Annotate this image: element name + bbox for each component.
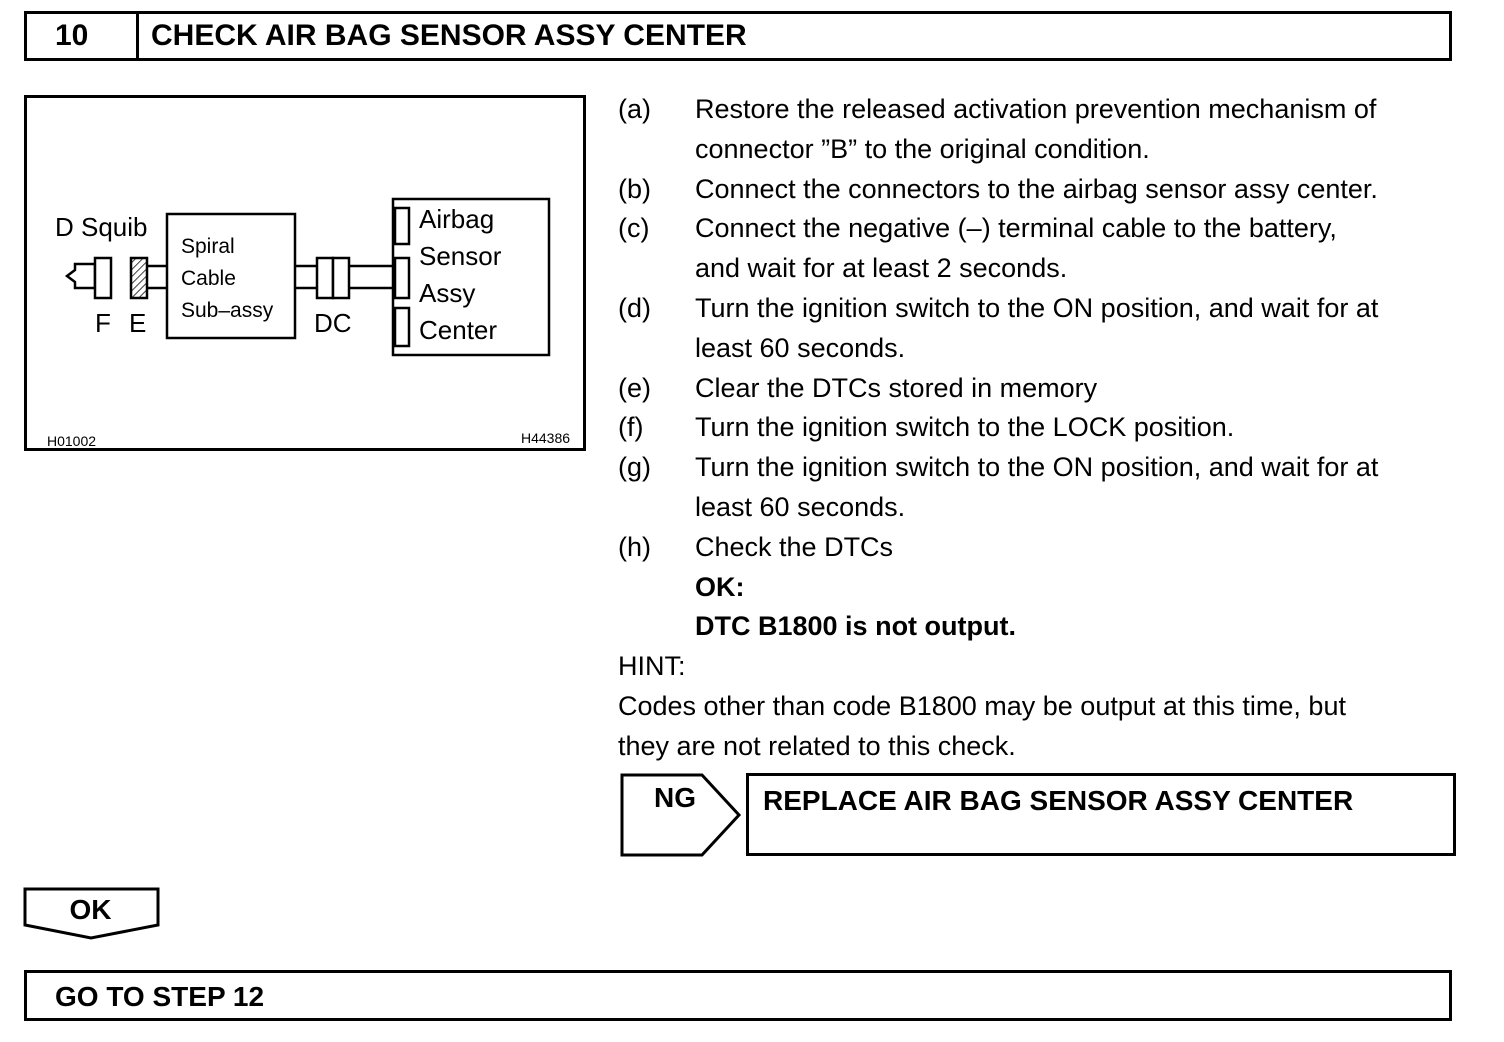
step-label: (b)	[618, 173, 651, 204]
wiring-diagram-svg: D Squib Spiral Cable Sub–assy Airbag Sen…	[47, 197, 570, 449]
sensor-assy-box	[391, 197, 551, 357]
step-label: (d)	[618, 292, 651, 323]
step-g: (g) Turn the ignition switch to the ON p…	[618, 448, 1458, 528]
step-text: Turn the ignition switch to the LOCK pos…	[695, 412, 1235, 443]
ok-result-text: DTC B1800 is not output.	[695, 611, 1017, 642]
step-text: least 60 seconds.	[695, 491, 906, 522]
ok-result-label: OK:	[695, 571, 745, 602]
connector-dc-right-shape	[331, 256, 351, 300]
step-text: Turn the ignition switch to the ON posit…	[695, 292, 1379, 323]
spiral-label-1: Spiral	[181, 235, 235, 258]
connector-f-shape	[93, 256, 113, 300]
step-text: Turn the ignition switch to the ON posit…	[695, 452, 1379, 483]
figure-code-left: H01002	[47, 433, 96, 449]
procedure-steps: (a) Restore the released activation prev…	[618, 90, 1458, 767]
step-text: connector ”B” to the original condition.	[695, 133, 1150, 164]
step-label: (f)	[618, 412, 644, 443]
squib-label: D Squib	[55, 212, 148, 242]
step-text: Check the DTCs	[695, 531, 894, 562]
step-text: Connect the connectors to the airbag sen…	[695, 173, 1378, 204]
step-text: least 60 seconds.	[695, 332, 906, 363]
step-text: Connect the negative (–) terminal cable …	[695, 213, 1337, 244]
step-header: 10 CHECK AIR BAG SENSOR ASSY CENTER	[24, 11, 1452, 61]
step-c: (c) Connect the negative (–) terminal ca…	[618, 209, 1458, 289]
step-title: CHECK AIR BAG SENSOR ASSY CENTER	[151, 19, 747, 52]
spiral-label-3: Sub–assy	[181, 299, 274, 322]
step-label: (a)	[618, 94, 651, 124]
step-label: (e)	[618, 372, 651, 403]
spiral-label-2: Cable	[181, 267, 236, 290]
step-label: (h)	[618, 531, 651, 562]
connector-e-label: E	[129, 308, 146, 338]
step-label: (g)	[618, 452, 651, 483]
figure-code-right: H44386	[521, 430, 570, 446]
ng-action-box: REPLACE AIR BAG SENSOR ASSY CENTER	[746, 773, 1456, 856]
connector-dc-left-shape	[315, 256, 335, 300]
goto-step-box: GO TO STEP 12	[24, 970, 1452, 1021]
hint-label: HINT:	[618, 651, 686, 682]
step-d: (d) Turn the ignition switch to the ON p…	[618, 289, 1458, 369]
hint-text: Codes other than code B1800 may be outpu…	[618, 687, 1458, 767]
ok-label: OK	[69, 894, 112, 925]
step-e: (e) Clear the DTCs stored in memory	[618, 369, 1458, 409]
ok-arrow	[23, 887, 161, 946]
step-text: Restore the released activation preventi…	[695, 94, 1377, 124]
sensor-label-3: Assy	[419, 278, 475, 308]
sensor-label-4: Center	[419, 315, 497, 345]
step-text: and wait for at least 2 seconds.	[695, 253, 1068, 284]
step-b: (b) Connect the connectors to the airbag…	[618, 170, 1458, 210]
step-a: (a) Restore the released activation prev…	[618, 90, 1458, 170]
step-label: (c)	[618, 213, 650, 244]
step-h: (h) Check the DTCs	[618, 528, 1458, 568]
connector-dc-label: DC	[314, 308, 352, 338]
step-f: (f) Turn the ignition switch to the LOCK…	[618, 408, 1458, 448]
hint-line: Codes other than code B1800 may be outpu…	[618, 690, 1346, 721]
sensor-label-2: Sensor	[419, 241, 502, 271]
hint-line: they are not related to this check.	[618, 730, 1016, 761]
sensor-label-1: Airbag	[419, 204, 494, 234]
step-text: Clear the DTCs stored in memory	[695, 372, 1098, 403]
squib-shape	[64, 262, 97, 290]
ng-label: NG	[654, 782, 696, 813]
step-number: 10	[27, 14, 139, 58]
connector-f-label: F	[95, 308, 111, 338]
connector-e-shape	[129, 256, 149, 300]
wiring-diagram: D Squib Spiral Cable Sub–assy Airbag Sen…	[24, 95, 586, 451]
spiral-cable-box	[165, 212, 297, 340]
